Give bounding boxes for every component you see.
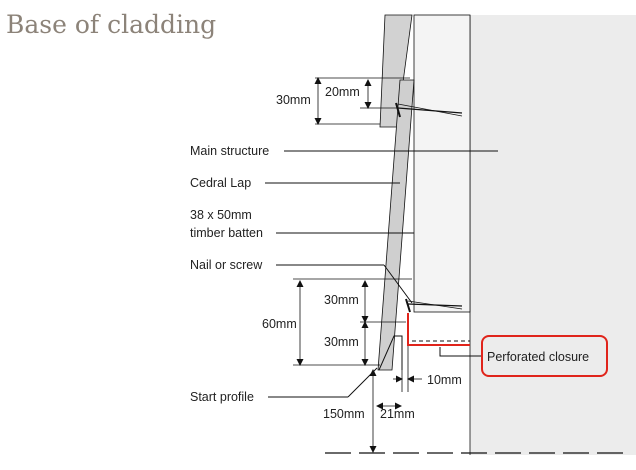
dim-150-label: 150mm: [323, 407, 365, 421]
label-batten-line2: timber batten: [190, 226, 263, 240]
start-profile-shape: [378, 335, 403, 371]
label-cedral-lap: Cedral Lap: [190, 176, 251, 190]
leader-perforated-closure: [439, 347, 482, 357]
upper-nail: [395, 102, 463, 118]
label-nail-or-screw: Nail or screw: [190, 258, 263, 272]
dim-20-top-label: 20mm: [325, 85, 360, 99]
perforated-closure-highlight: [481, 335, 608, 377]
label-batten-line1: 38 x 50mm: [190, 208, 252, 222]
dim-30-top-label: 30mm: [276, 93, 311, 107]
dim-10-label: 10mm: [427, 373, 462, 387]
label-main-structure: Main structure: [190, 144, 269, 158]
dim-60-label: 60mm: [262, 317, 297, 331]
leader-nail-b: [383, 264, 413, 304]
label-perforated-closure: Perforated closure: [487, 350, 589, 364]
page-title: Base of cladding: [6, 10, 216, 39]
cedral-lap-board: [377, 79, 415, 371]
dim-30-upper-label: 30mm: [324, 293, 359, 307]
perforated-closure-shape: [407, 313, 470, 346]
main-structure-wall: [470, 15, 636, 455]
lower-nail: [405, 298, 463, 313]
label-start-profile: Start profile: [190, 390, 254, 404]
dim-30-lower-label: 30mm: [324, 335, 359, 349]
dim-21-label: 21mm: [380, 407, 415, 421]
timber-batten: [413, 14, 471, 313]
